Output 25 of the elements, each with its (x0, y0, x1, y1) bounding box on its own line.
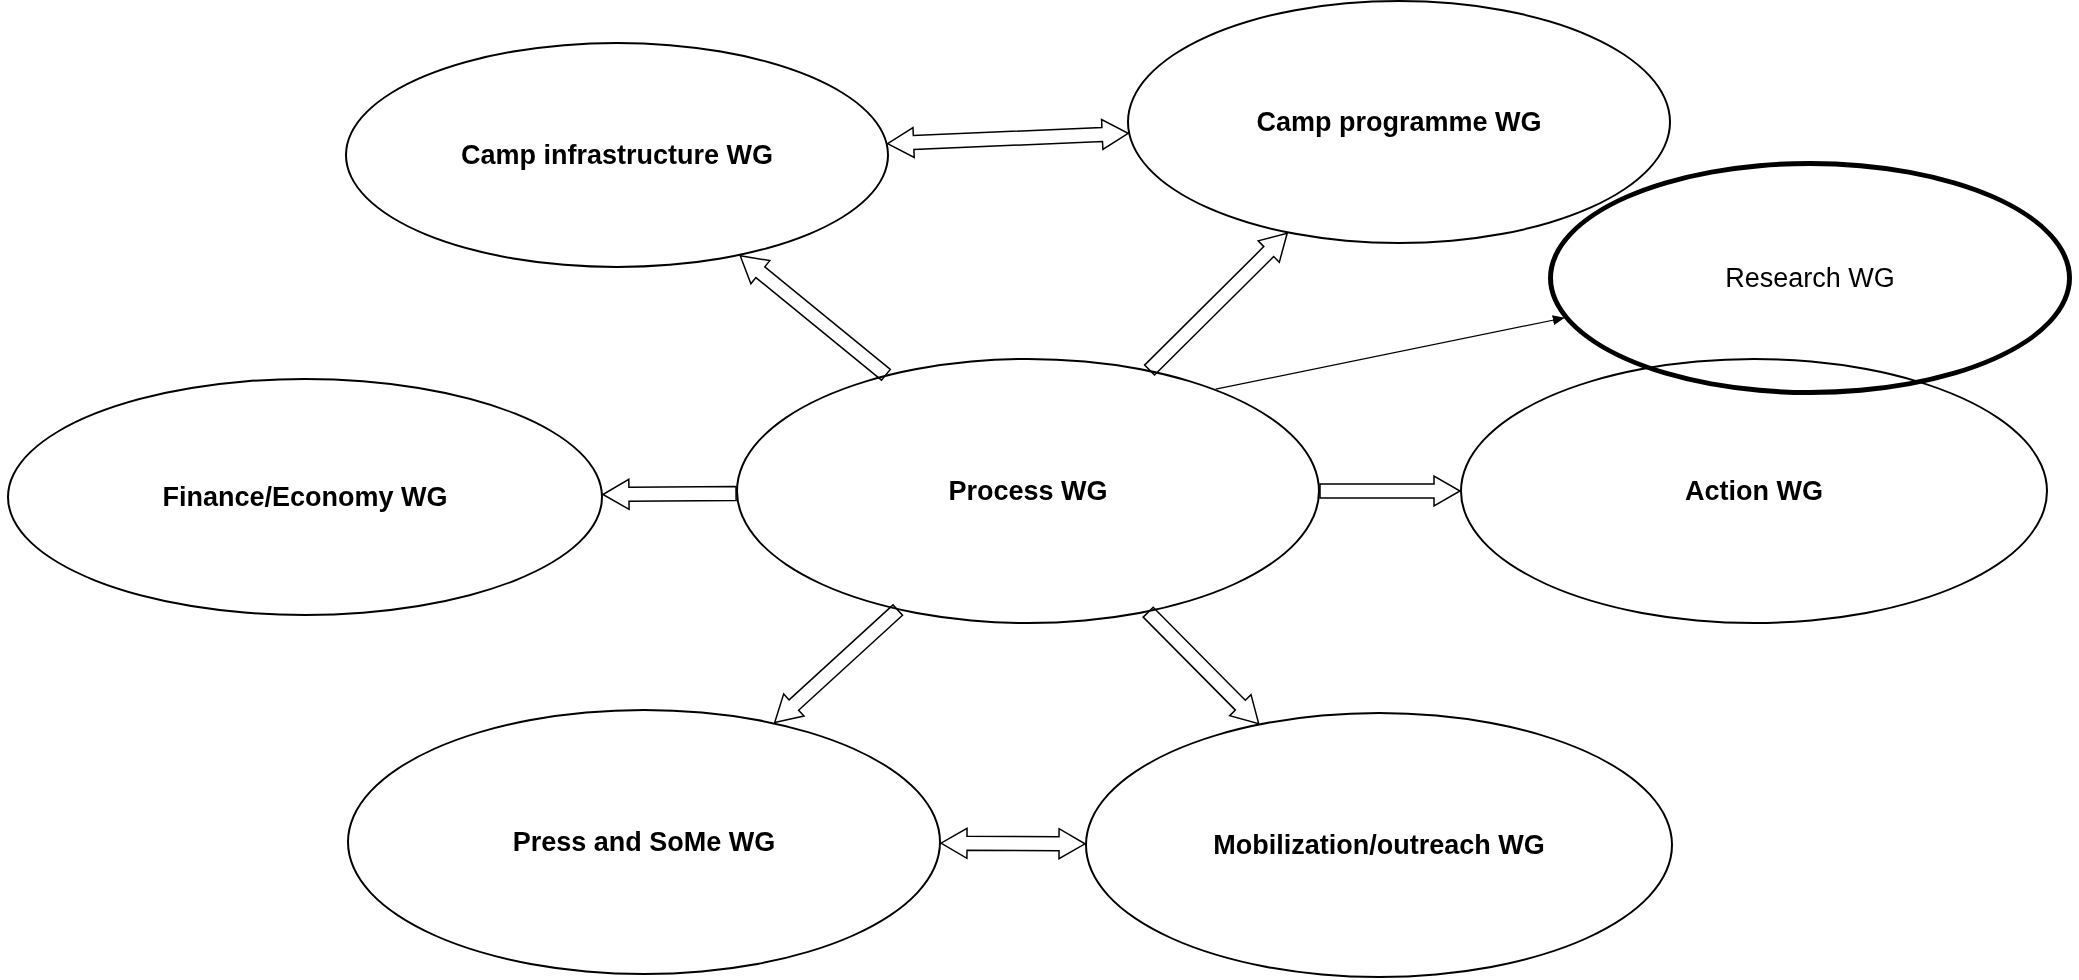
ellipse-node (347, 709, 941, 975)
block-arrow (601, 478, 737, 511)
ellipse-node (345, 42, 889, 268)
ellipse-node (7, 378, 603, 616)
ellipse-node (736, 358, 1320, 624)
node-label: Research WG (1725, 261, 1895, 295)
block-arrow (1143, 232, 1289, 377)
ellipse-node (1548, 161, 2072, 395)
ellipse-node (1460, 358, 2048, 624)
node-label: Action WG (1685, 474, 1823, 508)
ellipse-node (1127, 0, 1671, 244)
block-arrow (1319, 474, 1462, 508)
block-arrow (939, 827, 1087, 860)
node-label: Finance/Economy WG (162, 480, 448, 514)
block-arrow (773, 603, 904, 724)
node-label: Camp programme WG (1256, 105, 1542, 139)
ellipse-node (1085, 712, 1673, 978)
block-arrow (886, 118, 1130, 159)
node-label: Camp infrastructure WG (460, 138, 773, 172)
node-label: Process WG (948, 474, 1108, 508)
arrow (1215, 315, 1565, 390)
node-label: Press and SoMe WG (512, 825, 776, 859)
block-arrow (739, 254, 892, 382)
node-label: Mobilization/outreach WG (1213, 828, 1545, 862)
block-arrow (1142, 606, 1260, 725)
